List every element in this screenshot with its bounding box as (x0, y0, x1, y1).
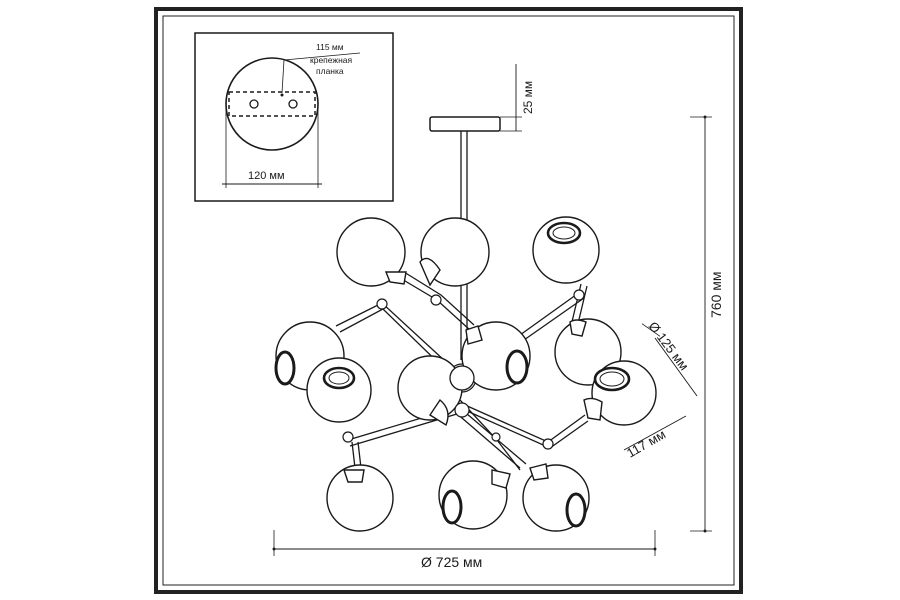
glass-shade (326, 464, 394, 532)
mount-plate-circle (225, 57, 319, 151)
glass-shade (532, 216, 600, 284)
bracket-leader-drop (281, 59, 285, 94)
glass-shade (438, 460, 511, 530)
glass-shade (461, 321, 531, 391)
bracket-hole-right (288, 99, 298, 109)
bracket-hole-left (249, 99, 259, 109)
joint-node (491, 432, 501, 442)
bracket-name-line1: крепежная (310, 55, 353, 65)
total-diameter-label: Ø 725 мм (421, 554, 482, 570)
joint-node (342, 431, 354, 443)
total-height-dimension: 760 мм (690, 115, 724, 533)
drawing-frame-inner (162, 15, 735, 586)
total-height-label: 760 мм (708, 272, 724, 319)
bracket-name-line2: планка (316, 66, 344, 76)
glass-shade (336, 217, 407, 287)
bracket-center-point (280, 93, 284, 97)
glass-shade (419, 217, 490, 287)
mount-detail-inset: 115 мм крепежная планка 120 мм (194, 32, 394, 202)
joint-node (573, 289, 585, 301)
total-diameter-dimension: Ø 725 мм (272, 530, 657, 570)
joint-node (376, 298, 388, 310)
plate-diameter-label: 120 мм (248, 170, 285, 182)
canopy-group: 25 мм (429, 64, 535, 360)
drawing-frame-outer (154, 7, 743, 594)
bracket-size-label: 115 мм (316, 42, 344, 52)
shade-height-label: 117 мм (624, 426, 668, 460)
lower-hub (454, 402, 470, 418)
glass-shade (583, 360, 657, 426)
mounting-bracket (228, 91, 316, 117)
glass-shade (397, 355, 463, 427)
joint-node (430, 294, 442, 306)
ceiling-canopy (429, 116, 501, 132)
joint-node (542, 438, 554, 450)
glass-shade (522, 463, 590, 532)
central-hub-front (449, 365, 475, 391)
canopy-height-label: 25 мм (521, 81, 535, 114)
shade-diameter-label: Ø 125 мм (646, 319, 692, 374)
bracket-leader-line (283, 52, 361, 61)
glass-shade (306, 357, 372, 423)
glass-shades (274, 216, 657, 532)
